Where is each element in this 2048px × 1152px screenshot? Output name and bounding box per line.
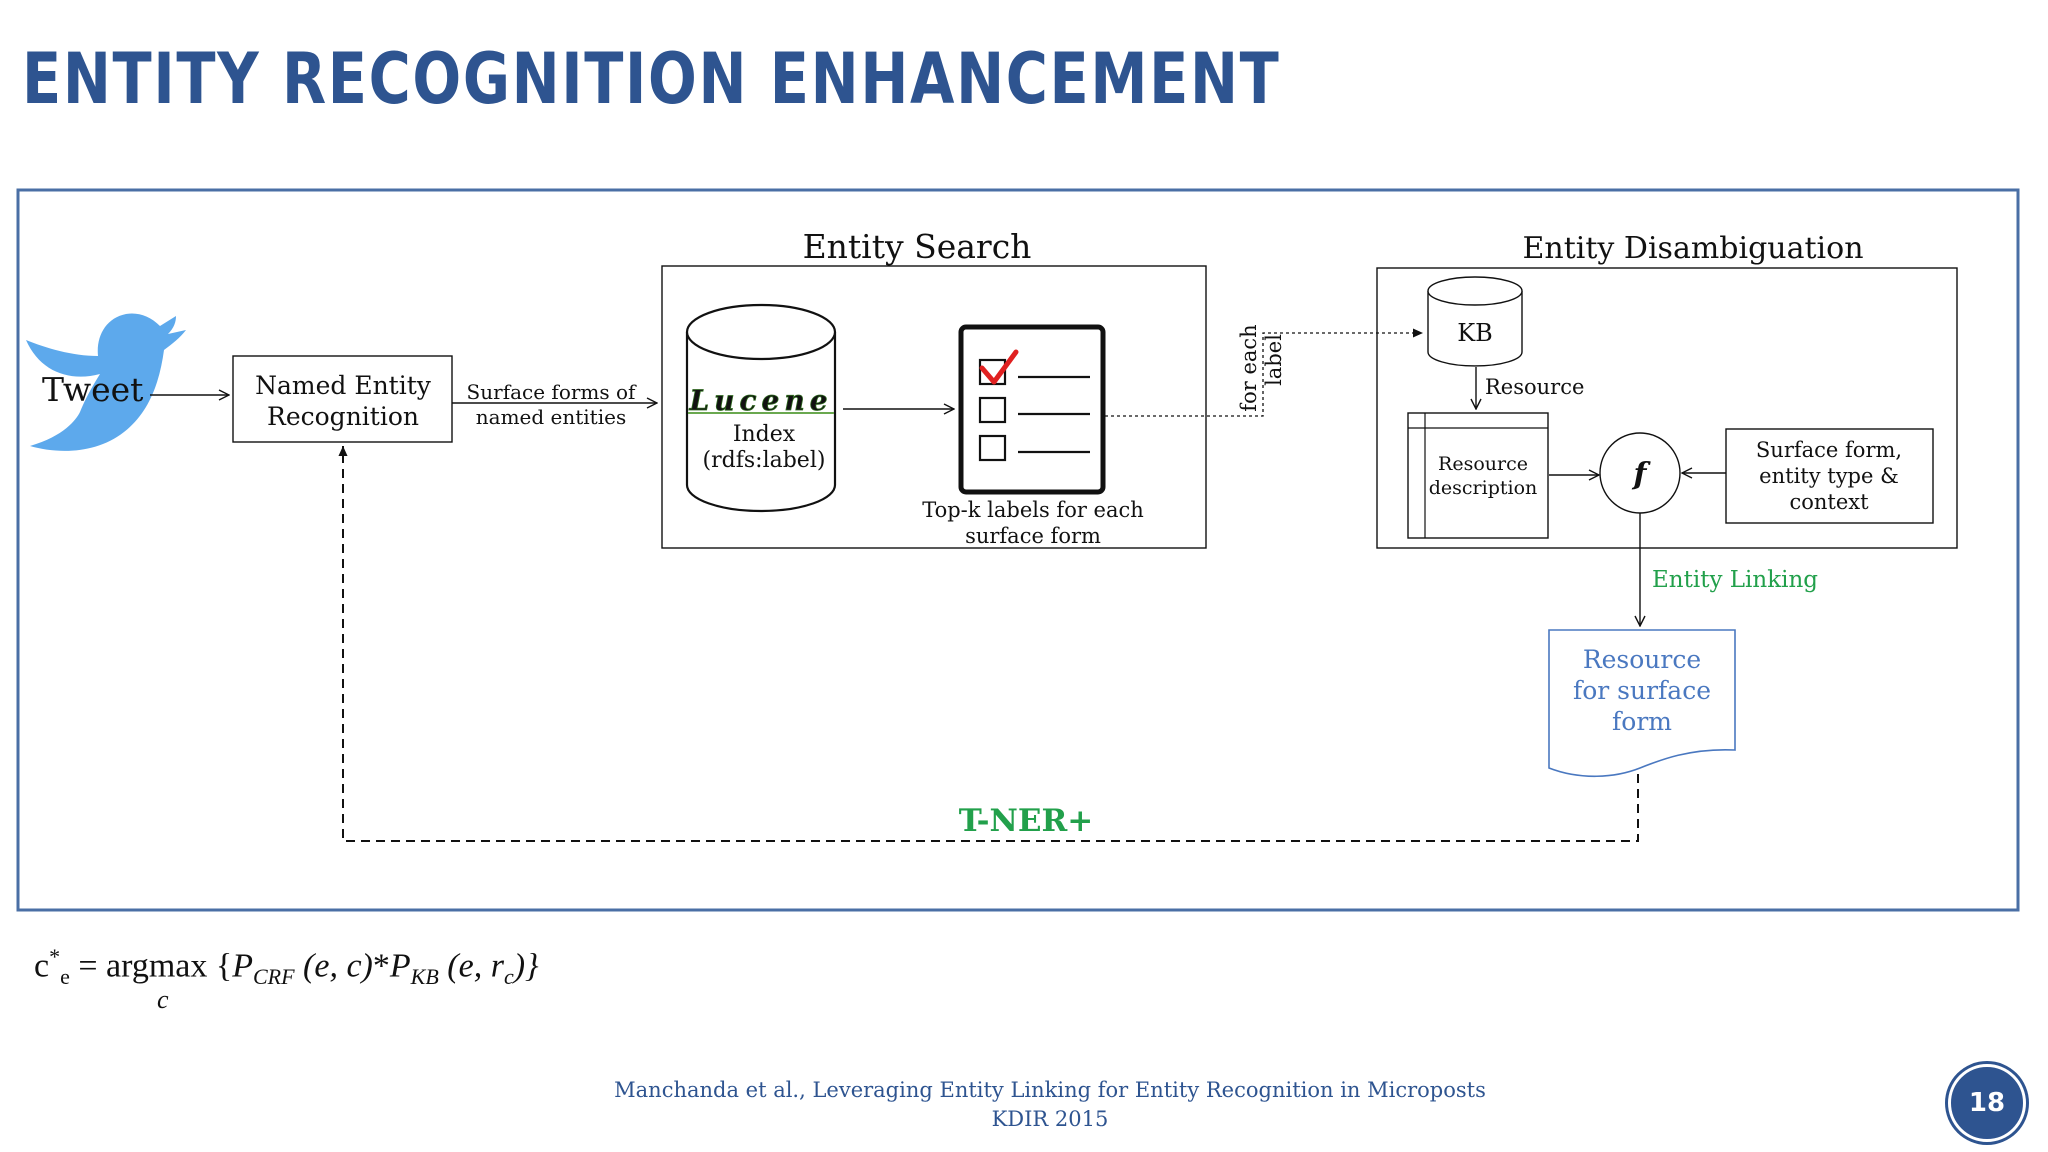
topk-line2: surface form (965, 524, 1101, 548)
surface-form-line1: Surface form, (1756, 438, 1902, 462)
resource-desc-line2: description (1429, 477, 1538, 499)
resource-arrow-label: Resource (1485, 375, 1584, 399)
index-database-icon (685, 303, 837, 513)
topk-line1: Top-k labels for each (922, 498, 1144, 522)
index-line1: Index (733, 422, 796, 447)
scoring-formula: c*e = argmax {PCRF (e, c)*PKB (e, rc)} (34, 944, 539, 990)
surface-forms-line1: Surface forms of (467, 380, 637, 404)
output-line1: Resource (1583, 645, 1701, 674)
entity-search-title: Entity Search (803, 227, 1032, 266)
entity-disambiguation-box (1376, 267, 1958, 549)
entity-linking-label: Entity Linking (1652, 567, 1818, 593)
feedback-loop-arrow (338, 446, 1639, 842)
page-number-badge: 18 (1948, 1064, 2026, 1142)
index-line2: (rdfs:label) (703, 448, 826, 473)
search-to-kb-connector (1105, 328, 1423, 417)
surface-form-box (1725, 428, 1934, 524)
entity-disambiguation-title: Entity Disambiguation (1522, 231, 1863, 266)
ner-line1: Named Entity (255, 371, 432, 400)
resource-description-card (1407, 412, 1549, 539)
ner-box (232, 355, 453, 443)
diagram-frame (16, 188, 2020, 912)
lucene-logo: Lucene (688, 384, 832, 417)
surface-form-line2: entity type & (1759, 464, 1899, 488)
for-each-line1: for each (1237, 324, 1261, 411)
entity-search-box (661, 265, 1207, 549)
twitter-bird-icon (26, 313, 186, 451)
argmax-subscript: c (157, 985, 169, 1014)
footer-venue: KDIR 2015 (991, 1107, 1109, 1131)
kb-label: KB (1457, 319, 1493, 347)
output-line2: for surface (1573, 676, 1711, 705)
slide-title: ENTITY RECOGNITION ENHANCEMENT (22, 38, 1281, 120)
surface-forms-line2: named entities (476, 405, 626, 429)
footer-citation: Manchanda et al., Leveraging Entity Link… (614, 1078, 1486, 1102)
surface-form-line3: context (1789, 490, 1869, 514)
tweet-label: Tweet (42, 370, 143, 409)
kb-database-icon (1427, 276, 1523, 367)
footer-citation-block: Manchanda et al., Leveraging Entity Link… (0, 1076, 2048, 1134)
for-each-line2: label (1262, 334, 1286, 386)
resource-desc-line1: Resource (1438, 453, 1528, 475)
output-line3: form (1612, 707, 1672, 736)
ner-line2: Recognition (267, 402, 419, 431)
checklist-icon (958, 324, 1106, 495)
output-document-shape (1548, 629, 1736, 778)
tner-label: T-NER+ (959, 803, 1094, 839)
